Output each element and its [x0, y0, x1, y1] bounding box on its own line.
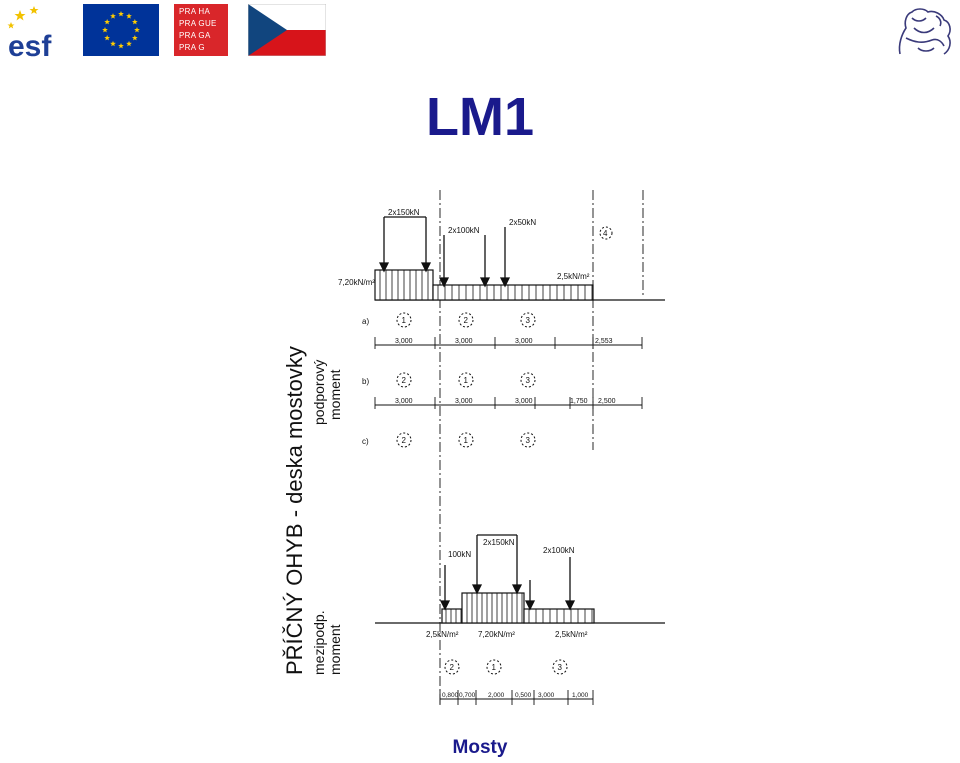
praha-line: PRA GA: [179, 31, 211, 40]
circle-number: 3: [526, 316, 531, 325]
dimension-value: 2,553: [595, 338, 613, 345]
eu-flag-logo: [83, 4, 159, 56]
row-label: a): [362, 317, 369, 326]
esf-text: esf: [8, 30, 52, 58]
praha-line: PRA GUE: [179, 19, 217, 28]
load-label: 2x150kN: [483, 538, 515, 547]
eu-star-icon: [118, 11, 124, 17]
dimension-value: 1,000: [572, 692, 589, 699]
eu-star-icon: [104, 35, 110, 41]
circle-number: 1: [402, 316, 407, 325]
load-position-circle: [486, 659, 502, 675]
dimension-value: 3,000: [395, 338, 413, 345]
slide-title: LM1: [426, 87, 534, 147]
load-position-circle: [396, 372, 412, 388]
dimension-value: 3,000: [455, 398, 473, 405]
udl-label: 2,5kN/m²: [555, 630, 588, 639]
udl-label: 7,20kN/m²: [338, 278, 375, 287]
circle-number: 3: [526, 376, 531, 385]
load-label: 100kN: [448, 550, 471, 559]
row-label: c): [362, 437, 369, 446]
load-position-circle: [396, 432, 412, 448]
load-label: 2x100kN: [448, 226, 480, 235]
circle-number: 2: [450, 663, 455, 672]
circle-number: 1: [492, 663, 497, 672]
eu-star-icon: [104, 19, 110, 25]
circle-number: 2: [402, 376, 407, 385]
eu-star-icon: [126, 13, 132, 19]
circle-number: 3: [558, 663, 563, 672]
eu-star-icon: [118, 43, 124, 49]
load-position-circle: [458, 312, 474, 328]
load-position-circle: [520, 372, 536, 388]
circle-number: 2: [464, 316, 469, 325]
circle-number: 2: [402, 436, 407, 445]
load-label: 2x50kN: [509, 218, 536, 227]
eu-star-icon: [102, 27, 108, 33]
udl-label: 7,20kN/m²: [478, 630, 515, 639]
dimension-value: 1,750: [570, 398, 588, 405]
circle-number: 4: [603, 229, 608, 238]
eu-star-icon: [132, 19, 138, 25]
dimension-value: 3,000: [538, 692, 555, 699]
dimension-value: 3,000: [395, 398, 413, 405]
load-position-circle: [458, 432, 474, 448]
praha-line: PRA G: [179, 43, 205, 52]
dimension-value: 2,000: [488, 692, 505, 699]
udl-label: 2,5kN/m²: [426, 630, 459, 639]
load-position-circle: [520, 432, 536, 448]
load-label: 2x150kN: [388, 208, 420, 217]
dimension-value: 0,700: [459, 692, 476, 699]
dimension-value: 3,000: [515, 398, 533, 405]
upper-side-label: moment: [327, 369, 343, 420]
upper-side-label: podporový: [311, 360, 327, 425]
slide-footer: Mosty: [452, 737, 508, 758]
load-position-circle: [444, 659, 460, 675]
dimension-value: 2,500: [598, 398, 616, 405]
load-position-circle: [396, 312, 412, 328]
row-label: b): [362, 377, 369, 386]
praha-logo: PRA HA PRA GUE PRA GA PRA G: [174, 4, 228, 56]
cvut-lion-logo: [898, 8, 951, 55]
load-position-circle: [458, 372, 474, 388]
eu-star-icon: [134, 27, 140, 33]
lower-side-label: moment: [327, 624, 343, 675]
esf-logo: esf: [7, 6, 52, 58]
circle-number: 1: [464, 436, 469, 445]
circle-number: 1: [464, 376, 469, 385]
dimension-value: 3,000: [515, 338, 533, 345]
eu-star-icon: [110, 40, 116, 47]
load-label: 2x100kN: [543, 546, 575, 555]
dimension-value: 0,800: [442, 692, 459, 699]
dimension-value: 3,000: [455, 338, 473, 345]
praha-line: PRA HA: [179, 7, 211, 16]
circle-number: 3: [526, 436, 531, 445]
main-label: PŘÍČNÝ OHYB - deska mostovky: [282, 346, 307, 675]
load-position-circle: [552, 659, 568, 675]
eu-star-icon: [110, 13, 116, 19]
dimension-value: 0,500: [515, 692, 532, 699]
eu-star-icon: [126, 40, 132, 47]
lower-side-label: mezipodp.: [311, 610, 327, 675]
udl-label: 2,5kN/m²: [557, 272, 590, 281]
czech-flag-logo: [248, 4, 326, 56]
load-position-circle: [520, 312, 536, 328]
eu-star-icon: [132, 35, 138, 41]
transverse-bending-drawing: PŘÍČNÝ OHYB - deska mostovky podporový m…: [282, 190, 665, 705]
